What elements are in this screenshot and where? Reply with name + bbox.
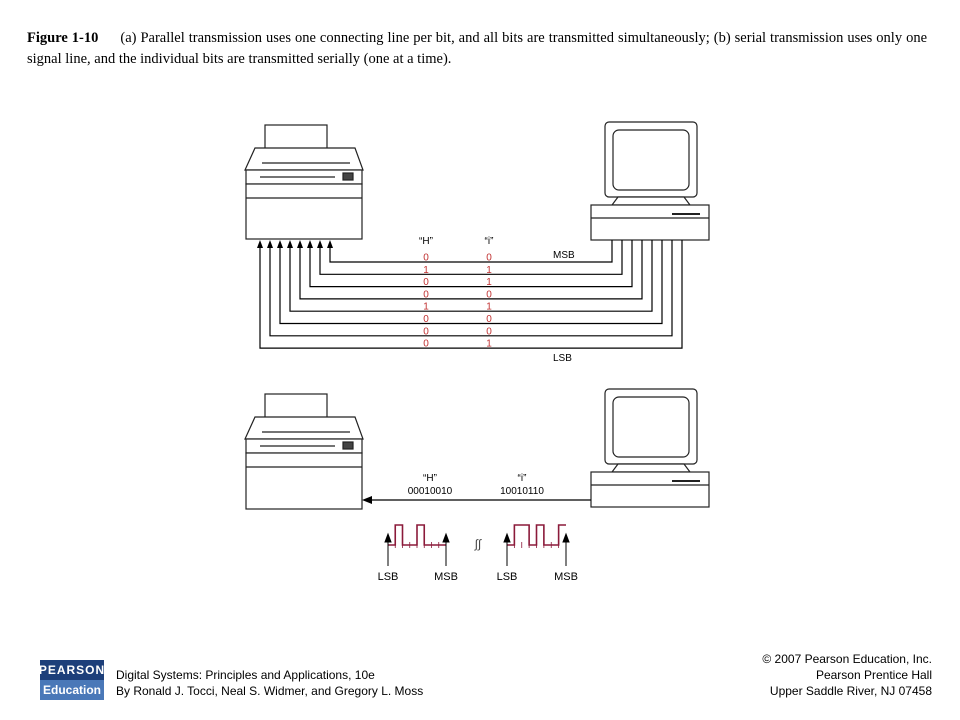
- parallel-line: [329, 240, 613, 263]
- parallel-line: [259, 240, 683, 349]
- parallel-bit-lines: [257, 240, 683, 349]
- i-bit: 1: [486, 302, 492, 313]
- copyright-line-2: Pearson Prentice Hall: [815, 668, 932, 682]
- waveform-path: [388, 524, 446, 546]
- i-bit: 1: [486, 265, 492, 276]
- h-bit: 0: [423, 339, 429, 350]
- parallel-line: [309, 240, 633, 288]
- parallel-line: [289, 240, 653, 312]
- i-bit: 1: [486, 277, 492, 288]
- parallel-line: [269, 240, 673, 337]
- parallel-line: [299, 240, 643, 300]
- h-bit: 0: [423, 253, 429, 264]
- h-bit: 0: [423, 289, 429, 300]
- serial-i-label: “i”: [518, 473, 527, 484]
- left-lsb-label: LSB: [378, 571, 399, 583]
- i-bit: 0: [486, 289, 492, 300]
- waveform-i: [506, 524, 567, 548]
- caption-text: (a) Parallel transmission uses one conne…: [27, 30, 928, 67]
- parallel-msb-label: MSB: [553, 250, 575, 261]
- waveform-path: [507, 524, 566, 546]
- parallel-arrowhead: [297, 240, 303, 248]
- i-bit: 0: [486, 326, 492, 337]
- printer-icon: [244, 393, 364, 510]
- parallel-arrowhead: [317, 240, 323, 248]
- parallel-arrowhead: [257, 240, 263, 248]
- serial-line: [362, 496, 591, 504]
- parallel-arrowhead: [267, 240, 273, 248]
- parallel-lsb-label: LSB: [553, 353, 572, 364]
- parallel-arrowhead: [287, 240, 293, 248]
- parallel-arrowhead: [277, 240, 283, 248]
- copyright-block: © 2007 Pearson Education, Inc. Pearson P…: [762, 651, 932, 699]
- h-bit: 1: [423, 265, 429, 276]
- left-msb-label: MSB: [434, 571, 458, 583]
- printer-icon: [244, 124, 364, 240]
- figure-caption: Figure 1-10(a) Parallel transmission use…: [27, 28, 927, 70]
- parallel-arrowhead: [307, 240, 313, 248]
- right-msb-label: MSB: [554, 571, 578, 583]
- computer-icon: [590, 121, 710, 241]
- h-bit: 0: [423, 277, 429, 288]
- serial-h-label: “H”: [423, 473, 437, 484]
- copyright-line-1: © 2007 Pearson Education, Inc.: [762, 652, 932, 666]
- waveform-h: [387, 524, 447, 548]
- parallel-h-label: “H”: [419, 236, 433, 247]
- serial-i-code: 10010110: [500, 486, 544, 497]
- i-bit: 0: [486, 314, 492, 325]
- waveform-break-mark: ∫∫: [474, 537, 482, 551]
- parallel-i-label: “i”: [485, 236, 494, 247]
- book-info: Digital Systems: Principles and Applicat…: [116, 667, 423, 699]
- book-authors: By Ronald J. Tocci, Neal S. Widmer, and …: [116, 684, 424, 698]
- pearson-logo: PEARSON Education: [39, 660, 104, 700]
- h-bit: 0: [423, 314, 429, 325]
- h-bit: 1: [423, 302, 429, 313]
- i-bit: 1: [486, 339, 492, 350]
- waveform-arrows: [384, 532, 570, 566]
- serial-h-code: 00010010: [408, 486, 453, 497]
- h-bit: 0: [423, 326, 429, 337]
- figure-label: Figure 1-10: [27, 30, 99, 46]
- copyright-line-3: Upper Saddle River, NJ 07458: [769, 684, 932, 698]
- parallel-line: [279, 240, 663, 325]
- parallel-line: [319, 240, 623, 275]
- right-lsb-label: LSB: [497, 571, 518, 583]
- computer-icon: [590, 388, 710, 508]
- parallel-arrowhead: [327, 240, 333, 248]
- i-bit: 0: [486, 253, 492, 264]
- book-title: Digital Systems: Principles and Applicat…: [116, 668, 375, 682]
